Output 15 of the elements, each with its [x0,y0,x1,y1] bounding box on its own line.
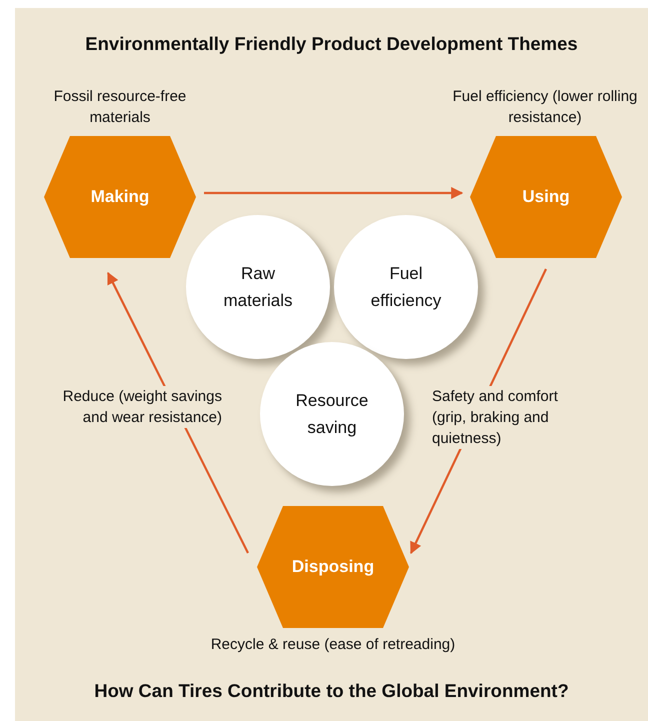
node-label: Using [522,187,570,207]
node-label: Disposing [292,557,374,577]
hexagon-node [470,136,622,258]
circle-label: Fuel efficiency [370,263,442,312]
node-label: Making [90,187,150,207]
circle-label: Raw materials [222,263,294,312]
hexagon-node [44,136,196,258]
diagram-title: Environmentally Friendly Product Development Themes [84,33,579,55]
node-annotation: Fossil resource-free materials [52,87,188,128]
circle-label: Resource saving [294,390,370,439]
node-annotation: Recycle & reuse (ease of retreading) [210,635,456,655]
arrow [204,186,464,200]
diagram-caption: How Can Tires Contribute to the Global Environment? [93,680,570,702]
hexagon-node [257,506,409,628]
node-annotation: Fuel efficiency (lower rolling resistance) [452,87,638,128]
